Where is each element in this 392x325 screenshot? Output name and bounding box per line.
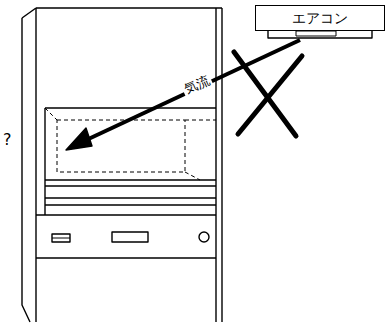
airflow-label: 気流: [180, 71, 215, 100]
control-switch: [52, 234, 70, 242]
control-knob: [199, 232, 209, 242]
sash-line: [45, 185, 216, 186]
prohibition-cross: [234, 52, 296, 136]
cabinet-top-edge: [22, 8, 36, 18]
cabinet-right-inner: [215, 8, 216, 322]
cabinet-side-edge: [22, 18, 30, 322]
lower-cabinet-line: [36, 257, 216, 258]
sash-line: [45, 179, 216, 180]
control-display: [112, 232, 148, 242]
question-mark: ?: [3, 130, 12, 149]
airflow-arrow: [82, 40, 300, 142]
cabinet-front-right: [221, 8, 222, 322]
work-surface-line: [36, 214, 216, 215]
sash-line: [45, 204, 216, 205]
prohibition-cross: [238, 56, 302, 134]
aircon-vent: [268, 30, 372, 38]
window-top: [45, 107, 216, 108]
control-switch-line: [52, 238, 70, 239]
window-left: [44, 108, 45, 215]
sash-line: [45, 197, 216, 198]
cabinet-front-left: [35, 8, 36, 322]
aircon-box: エアコン: [255, 5, 385, 31]
airflow-arrowhead: [66, 128, 92, 150]
device-label: エアコン: [256, 9, 384, 27]
cabinet-front-top: [36, 7, 222, 8]
aircon-louver: [296, 31, 336, 36]
